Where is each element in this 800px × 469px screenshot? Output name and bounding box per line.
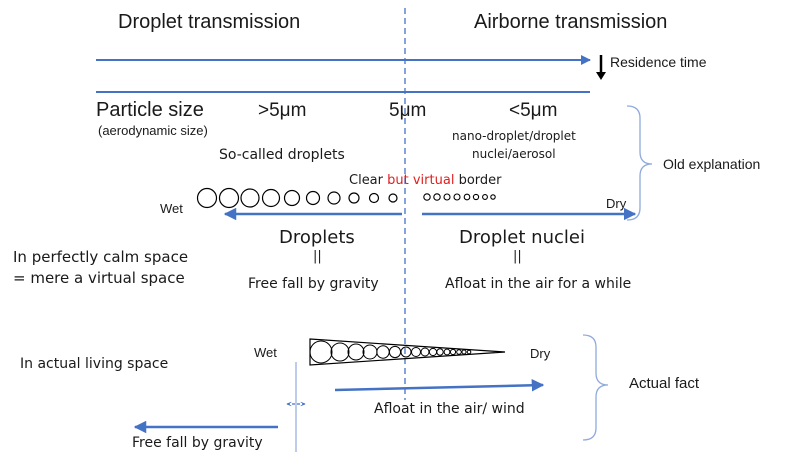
residence-time-label: Residence time	[610, 54, 707, 70]
cone-droplets	[309, 340, 472, 364]
droplet-circle	[368, 192, 380, 204]
droplet-circle	[348, 192, 360, 204]
droplet-circle	[347, 343, 365, 361]
old-explanation-label: Old explanation	[663, 156, 761, 172]
size-greater-than-5um: >5μm	[258, 100, 307, 121]
droplet-circle	[443, 193, 451, 201]
droplet-circle	[428, 347, 438, 357]
droplets-label: Droplets	[279, 227, 355, 248]
droplet-circle	[330, 342, 350, 362]
afloat-wind-label: Afloat in the air/ wind	[374, 401, 525, 417]
nano-droplet-label-line2: nuclei/aerosol	[472, 147, 556, 161]
heading-droplet-transmission: Droplet transmission	[118, 11, 301, 33]
free-fall-label-bottom: Free fall by gravity	[132, 435, 263, 451]
clear-but-virtual-border-label: Clear but virtual border	[349, 174, 502, 187]
dry-label-bottom: Dry	[530, 346, 551, 361]
droplet-circle	[376, 345, 390, 359]
droplet-circle	[388, 345, 402, 359]
droplet-circle	[433, 193, 441, 201]
size-less-than-5um: <5μm	[509, 100, 558, 121]
droplet-circle	[362, 344, 378, 360]
droplet-circle	[400, 346, 412, 358]
actual-living-space-label: In actual living space	[20, 356, 169, 372]
droplet-circle	[461, 349, 467, 355]
droplet-circle	[453, 193, 461, 201]
afloat-wind-arrow	[334, 379, 545, 392]
particle-size-sub: (aerodynamic size)	[98, 123, 208, 138]
droplet-circle	[436, 348, 444, 356]
droplet-circle	[449, 348, 457, 356]
heading-airborne-transmission: Airborne transmission	[474, 11, 668, 33]
droplet-nuclei-label: Droplet nuclei	[459, 227, 585, 248]
droplet-circle	[456, 349, 462, 355]
droplet-circle	[443, 348, 451, 356]
droplet-circle	[261, 188, 281, 208]
droplet-circle	[309, 340, 333, 364]
droplet-circle	[196, 187, 218, 209]
calm-space-line2: = mere a virtual space	[13, 269, 185, 287]
afloat-while-label: Afloat in the air for a while	[445, 276, 632, 292]
actual-fact-bracket	[582, 334, 609, 441]
droplet-circle	[463, 193, 471, 201]
border-text-virtual: but virtual	[387, 173, 455, 188]
free-fall-label-top: Free fall by gravity	[248, 276, 379, 292]
droplet-circle	[482, 194, 488, 200]
droplet-circle	[423, 193, 431, 201]
droplet-circle	[490, 194, 496, 200]
wet-label-bottom: Wet	[254, 345, 277, 360]
border-text-part1: Clear	[349, 173, 388, 188]
droplet-circle	[411, 347, 421, 357]
old-explanation-bracket	[626, 105, 653, 221]
equiv-left: ||	[313, 249, 322, 264]
droplet-circle	[472, 193, 480, 201]
residence-time-down-arrowhead	[596, 72, 606, 80]
droplet-circle	[388, 193, 398, 203]
particle-size-label: Particle size	[96, 99, 204, 121]
wet-label-top: Wet	[160, 201, 183, 216]
droplet-circle	[305, 190, 321, 206]
droplet-circle	[327, 191, 341, 205]
equiv-right: ||	[513, 249, 522, 264]
droplet-circle	[283, 189, 301, 207]
droplet-circle	[420, 347, 430, 357]
border-text-part3: border	[454, 173, 502, 188]
calm-space-line1: In perfectly calm space	[13, 248, 189, 266]
nano-droplet-label-line1: nano-droplet/droplet	[452, 129, 576, 143]
size-equal-5um: 5μm	[389, 100, 427, 121]
droplet-circle	[466, 349, 472, 355]
so-called-droplets-label: So-called droplets	[219, 147, 345, 163]
droplet-circle	[218, 187, 240, 209]
wet-droplets-row	[196, 187, 398, 209]
droplet-circle	[240, 188, 260, 208]
dry-droplets-row	[423, 193, 496, 201]
dry-label-top: Dry	[606, 196, 627, 211]
actual-fact-label: Actual fact	[629, 375, 700, 392]
